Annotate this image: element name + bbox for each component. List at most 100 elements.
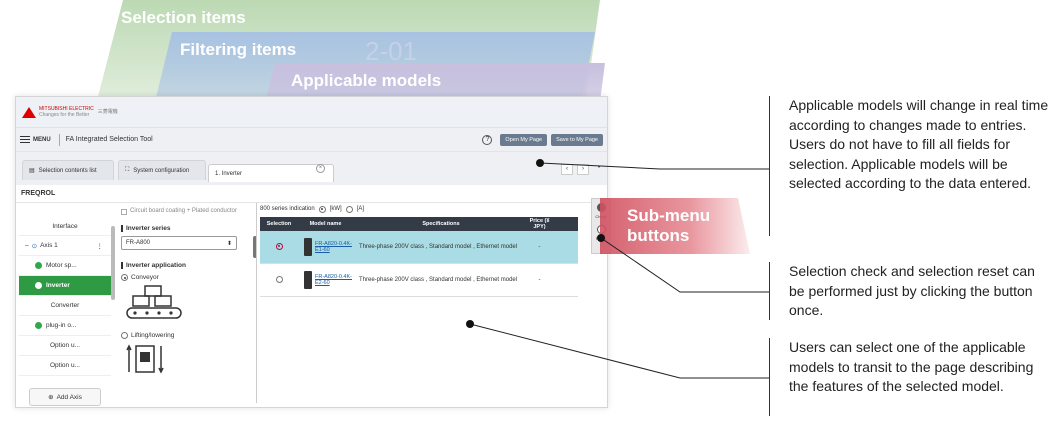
open-my-page-button[interactable]: Open My Page bbox=[500, 133, 548, 146]
callout-text-3: Users can select one of the applicable m… bbox=[789, 339, 1034, 394]
check-icon bbox=[35, 322, 42, 329]
callout-bar-2 bbox=[769, 262, 770, 320]
add-axis-button[interactable]: ⊕Add Axis bbox=[29, 388, 101, 406]
nav-scrollbar[interactable] bbox=[111, 226, 115, 300]
circuit-board-label: Circuit board coating + Plated conductor bbox=[130, 208, 237, 214]
callout-bar-1 bbox=[769, 96, 770, 236]
radio-unselected[interactable] bbox=[121, 332, 128, 339]
header-price: Price (¥ JPY) bbox=[529, 218, 550, 230]
more-vert-icon[interactable]: ⋮ bbox=[96, 242, 104, 250]
inverter-image bbox=[304, 238, 312, 256]
model-link[interactable]: FR-A820-0.4K-E2-60 bbox=[315, 274, 352, 286]
row-radio[interactable] bbox=[275, 275, 283, 283]
inverter-application-header: Inverter application bbox=[121, 262, 259, 269]
table-row[interactable]: FR-A820-0.4K-E1-60 Three-phase 200V clas… bbox=[260, 231, 578, 264]
conveyor-option[interactable]: Conveyor bbox=[121, 274, 259, 281]
nav-label: Motor sp... bbox=[46, 262, 77, 269]
unit-a: [A] bbox=[356, 206, 365, 212]
filter-panel: Circuit board coating + Plated conductor… bbox=[121, 206, 259, 392]
tab-label: System configuration bbox=[133, 167, 190, 174]
unit-kw: [kW] bbox=[329, 206, 342, 212]
checkbox[interactable] bbox=[121, 209, 127, 215]
tab-bar: ▤ Selection contents list ⛶ System confi… bbox=[16, 151, 607, 185]
app-title: FA Integrated Selection Tool bbox=[65, 136, 153, 143]
selection-items-label: Selection items bbox=[121, 8, 246, 27]
ghost-number: 2-01 bbox=[365, 36, 418, 66]
series-indication: 800 series indication [kW] [A] bbox=[260, 203, 578, 215]
nav-label: Option u... bbox=[50, 342, 80, 349]
logo-brand: MITSUBISHI ELECTRIC bbox=[39, 106, 94, 112]
check-icon bbox=[35, 262, 42, 269]
header-specs: Specifications bbox=[422, 221, 460, 227]
submenu-buttons-label: Sub-menu buttons bbox=[627, 206, 711, 245]
nav-label: Option u... bbox=[50, 362, 80, 369]
conveyor-label: Conveyor bbox=[131, 274, 159, 281]
plus-circle-icon: ⊕ bbox=[48, 394, 54, 401]
inverter-series-select[interactable]: FR-A800 ⬍ bbox=[121, 236, 237, 250]
row-radio[interactable] bbox=[275, 242, 283, 250]
series-value: FR-A800 bbox=[126, 240, 151, 246]
table-header: Selection Model name Specifications Pric… bbox=[260, 217, 578, 231]
indication-label: 800 series indication bbox=[260, 206, 315, 212]
nav-item-plugin[interactable]: plug-in o... bbox=[19, 316, 111, 336]
company-logo: MITSUBISHI ELECTRIC Changes for the Bett… bbox=[22, 106, 118, 118]
circuit-board-option[interactable]: Circuit board coating + Plated conductor bbox=[121, 208, 259, 215]
nav-label: plug-in o... bbox=[46, 322, 77, 329]
price-cell: - bbox=[538, 244, 541, 250]
logo-triangle-icon bbox=[22, 106, 36, 118]
conveyor-icon bbox=[126, 285, 182, 319]
callout-text-2: Selection check and selection reset can … bbox=[789, 263, 1035, 318]
hamburger-icon[interactable] bbox=[20, 136, 30, 143]
nav-item-option-1[interactable]: Option u... bbox=[19, 336, 111, 356]
model-table-area: 800 series indication [kW] [A] Selection… bbox=[260, 203, 578, 389]
filter-scrollbar[interactable] bbox=[253, 236, 257, 258]
question-circle-icon[interactable]: ? bbox=[482, 134, 493, 145]
lifting-label: Lifting/lowering bbox=[131, 332, 175, 339]
lifting-option[interactable]: Lifting/lowering bbox=[121, 332, 259, 339]
radio-a[interactable] bbox=[345, 205, 353, 213]
callout-bar-3 bbox=[769, 338, 770, 416]
tab-label: 1. Inverter bbox=[215, 170, 243, 177]
updown-icon: ⬍ bbox=[226, 240, 232, 247]
tab-selection-contents[interactable]: ▤ Selection contents list bbox=[22, 160, 114, 180]
inverter-series-header: Inverter series bbox=[121, 225, 259, 232]
close-tab-icon[interactable]: × bbox=[316, 164, 325, 173]
inverter-image bbox=[304, 271, 312, 289]
nav-item-inverter[interactable]: Inverter bbox=[19, 276, 111, 296]
tab-prev-button[interactable]: ‹ bbox=[561, 164, 573, 175]
nav-item-motor[interactable]: Motor sp... bbox=[19, 256, 111, 276]
network-icon: ⛶ bbox=[125, 167, 130, 173]
add-axis-label: Add Axis bbox=[56, 393, 82, 401]
check-icon bbox=[35, 282, 42, 289]
menu-bar: MENU FA Integrated Selection Tool ? Open… bbox=[16, 127, 607, 151]
tab-inverter[interactable]: 1. Inverter bbox=[208, 164, 334, 182]
callout-text-1: Applicable models will change in real ti… bbox=[789, 97, 1049, 191]
section-title: FREQROL bbox=[16, 185, 607, 203]
list-icon: ▤ bbox=[29, 168, 35, 174]
logo-bar: MITSUBISHI ELECTRIC Changes for the Bett… bbox=[16, 97, 607, 127]
price-cell: - bbox=[538, 277, 541, 283]
save-to-my-page-button[interactable]: Save to My Page bbox=[551, 133, 603, 146]
radio-kw[interactable] bbox=[318, 205, 326, 213]
model-link[interactable]: FR-A820-0.4K-E1-60 bbox=[315, 241, 352, 253]
left-nav: Interface – ⊙ Axis 1 ⋮ Motor sp... Inver… bbox=[19, 218, 111, 406]
spec-cell: Three-phase 200V class , Standard model … bbox=[359, 277, 518, 283]
filtering-items-label: Filtering items bbox=[180, 40, 297, 59]
tab-next-button[interactable]: › bbox=[577, 164, 589, 175]
collapse-icon: – bbox=[25, 242, 29, 249]
nav-item-option-2[interactable]: Option u... bbox=[19, 356, 111, 376]
radio-selected[interactable] bbox=[121, 274, 128, 281]
nav-item-converter[interactable]: Converter bbox=[19, 296, 111, 316]
axis-check-icon: ⊙ bbox=[31, 242, 38, 250]
tab-system-configuration[interactable]: ⛶ System configuration bbox=[118, 160, 206, 180]
axis-item[interactable]: – ⊙ Axis 1 ⋮ bbox=[19, 236, 111, 256]
tab-more-button[interactable]: • bbox=[597, 165, 601, 171]
spec-cell: Three-phase 200V class , Standard model … bbox=[359, 244, 518, 250]
axis-label: Axis 1 bbox=[40, 242, 58, 249]
menu-button[interactable]: MENU bbox=[33, 136, 51, 143]
header-selection: Selection bbox=[266, 221, 292, 227]
interface-label: Interface bbox=[19, 218, 111, 236]
table-row[interactable]: FR-A820-0.4K-E2-60 Three-phase 200V clas… bbox=[260, 264, 578, 297]
logo-tagline: Changes for the Better bbox=[39, 112, 90, 118]
panel-divider bbox=[256, 203, 257, 403]
